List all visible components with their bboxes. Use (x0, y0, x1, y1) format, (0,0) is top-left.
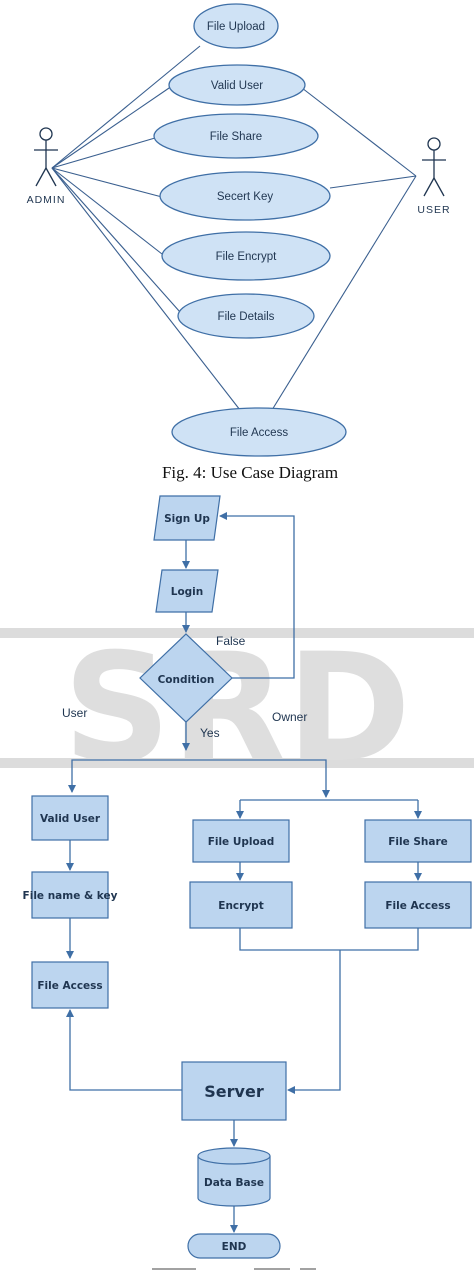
valid-user-node: Valid User (31, 795, 109, 841)
user-leg-left (423, 177, 435, 197)
use-case-file-access: File Access (171, 407, 347, 457)
watermark-text: SRD (63, 622, 411, 796)
assoc-admin-file-details (51, 167, 181, 313)
false-label: False (216, 634, 246, 648)
encrypt-node: Encrypt (189, 881, 293, 929)
use-case-label: File Upload (207, 21, 265, 33)
use-case-label: File Access (230, 427, 288, 439)
admin-leg-right (45, 167, 57, 187)
admin-label: ADMIN (27, 194, 66, 206)
user-label: USER (417, 204, 450, 216)
admin-leg-left (35, 167, 47, 187)
assoc-admin-file-encrypt (51, 167, 163, 255)
assoc-user-valid-user (301, 87, 417, 177)
condition-node: Condition (139, 633, 233, 723)
sign-up-label: Sign Up (164, 513, 210, 525)
file-upload-node: File Upload (192, 819, 290, 863)
flow-connectors (66, 512, 422, 1233)
use-case-label: Valid User (211, 80, 263, 92)
use-case-diagram: ADMIN USER File Upload Valid User File S… (27, 3, 450, 482)
assoc-admin-file-share (51, 137, 156, 169)
assoc-admin-secret-key (51, 167, 163, 198)
file-share-label: File Share (388, 836, 448, 848)
use-case-file-encrypt: File Encrypt (161, 231, 331, 281)
admin-head (39, 127, 53, 141)
file-access-right-node: File Access (364, 881, 472, 929)
assoc-user-file-access (271, 175, 417, 411)
server-node: Server (181, 1061, 287, 1121)
use-case-secret-key: Secert Key (159, 171, 331, 221)
assoc-user-secret-key (329, 175, 417, 189)
file-upload-label: File Upload (208, 836, 275, 848)
user-associations (271, 87, 417, 411)
valid-user-label: Valid User (40, 813, 101, 825)
file-access-left-node: File Access (31, 961, 109, 1009)
file-access-left-label: File Access (37, 980, 102, 992)
condition-label: Condition (158, 674, 215, 686)
watermark-band-bottom (0, 758, 474, 768)
use-case-label: File Share (210, 131, 262, 143)
use-case-label: Secert Key (217, 191, 273, 203)
end-label: END (222, 1241, 247, 1253)
owner-branch-label: Owner (272, 710, 307, 724)
use-case-valid-user: Valid User (168, 64, 306, 106)
admin-actor: ADMIN (27, 127, 66, 206)
encrypt-label: Encrypt (218, 900, 263, 912)
watermark: SRD (0, 622, 474, 796)
sign-up-node: Sign Up (153, 495, 221, 541)
database-label: Data Base (204, 1177, 264, 1189)
login-label: Login (171, 586, 204, 598)
admin-associations (51, 45, 241, 411)
user-leg-right (433, 177, 445, 197)
figure-caption: Fig. 4: Use Case Diagram (162, 463, 338, 482)
file-share-node: File Share (364, 819, 472, 863)
assoc-admin-file-access (51, 167, 241, 411)
file-name-key-label: File name & key (23, 890, 118, 902)
user-actor: USER (417, 137, 450, 216)
end-node: END (187, 1233, 281, 1259)
assoc-admin-valid-user (51, 85, 173, 169)
flowchart: Sign Up Login Condition False Yes User O… (23, 495, 472, 1270)
assoc-admin-file-upload (51, 45, 201, 169)
watermark-band-top (0, 628, 474, 638)
use-case-file-details: File Details (177, 293, 315, 339)
file-name-key-node: File name & key (23, 871, 118, 919)
user-branch-label: User (62, 706, 87, 720)
use-case-label: File Details (218, 311, 275, 323)
file-access-right-label: File Access (385, 900, 450, 912)
login-node: Login (155, 569, 219, 613)
yes-label: Yes (200, 726, 220, 740)
use-case-file-upload: File Upload (193, 3, 279, 49)
database-node: Data Base (197, 1147, 271, 1207)
user-head (427, 137, 441, 151)
use-case-file-share: File Share (153, 113, 319, 159)
use-case-label: File Encrypt (216, 251, 278, 263)
server-label: Server (204, 1082, 264, 1101)
